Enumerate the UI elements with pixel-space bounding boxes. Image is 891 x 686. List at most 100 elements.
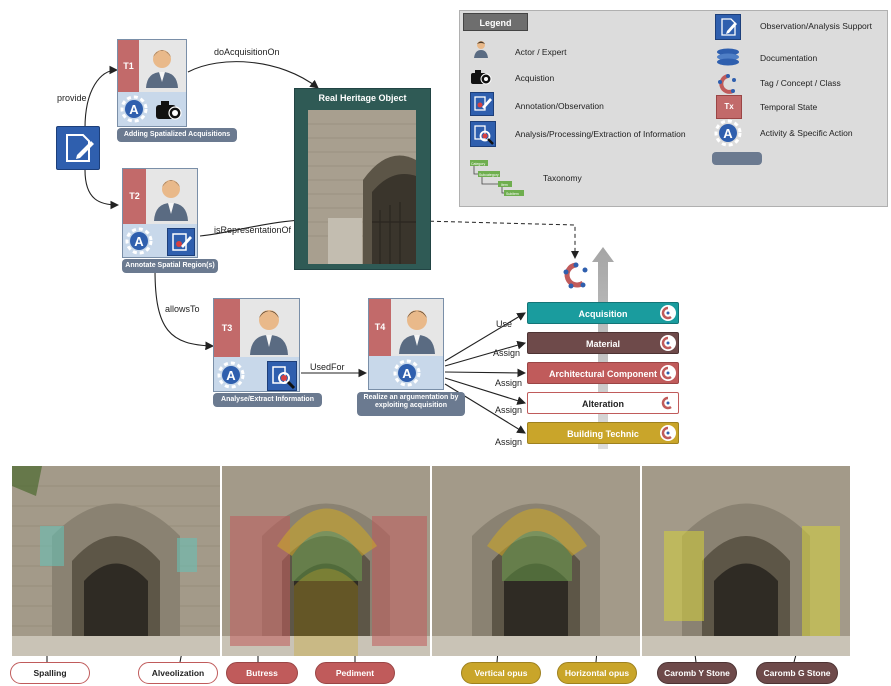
legend-item-documentation: Documentation [760,53,818,63]
analysis-icon [470,121,496,147]
task-t2: T2 A [122,168,198,258]
camera-icon [470,68,492,86]
use-label: Use [496,319,513,329]
actor-icon [240,299,299,357]
tag-material: Material [527,332,679,354]
svg-text:A: A [402,366,412,381]
assign-label: Assign [495,437,523,447]
facade-photo-alteration [12,466,220,656]
legend-item-tag: Tag / Concept / Class [760,78,841,88]
t3-caption: Analyse/Extract Information [213,393,322,407]
legend-title: Legend [463,13,528,31]
t4-code: T4 [369,299,391,356]
tag-label: Building Technic [567,429,639,439]
taxonomy-node: Subitem [506,192,519,196]
documentation-support-icon [56,126,100,170]
annotation-label: Butress [226,662,298,684]
tag-alteration: Alteration [527,392,679,414]
annotation-label: Caromb G Stone [756,662,838,684]
actor-icon [472,39,490,59]
tag-concept-icon [660,335,676,351]
t3-code: T3 [214,299,240,357]
annotation-label: Horizontal opus [557,662,637,684]
t2-caption: Annotate Spatial Region(s) [122,259,218,273]
assign-arrow-alteration [444,377,527,405]
annotation-label: Alveolization [138,662,218,684]
allows-to-label: allowsTo [165,304,200,314]
annotation-label: Vertical opus [461,662,541,684]
facade-photo-material [642,466,850,656]
activity-icon: A [714,119,742,147]
assign-label: Assign [495,405,523,415]
provide-label: provide [57,93,87,103]
tag-concept-icon [660,305,676,321]
svg-text:A: A [226,368,236,383]
legend-item-temporal: Temporal State [760,102,818,112]
tag-label: Acquisition [578,309,628,319]
provide-arrow-t2 [84,169,120,210]
svg-text:A: A [723,126,733,141]
provide-arrow-t1 [84,65,119,129]
tag-label: Architectural Component [548,369,657,379]
actor-icon [391,299,443,356]
legend-panel: Legend Actor / Expert Acquistion Annotat… [459,10,888,207]
assign-arrow-component [444,368,527,378]
use-arrow [444,312,526,362]
activity-icon: A [125,227,153,255]
t2-code: T2 [123,169,146,224]
annotation-label: Spalling [10,662,90,684]
caption-bar-swatch [712,152,762,165]
legend-item-activity: Activity & Specific Action [760,128,853,138]
annotation-label: Caromb Y Stone [657,662,737,684]
task-t1: T1 A [117,39,187,127]
allows-to-arrow [154,269,215,351]
legend-item-analysis: Analysis/Processing/Extraction of Inform… [515,129,686,139]
annotation-icon [470,92,494,116]
t1-code: T1 [118,40,139,92]
documentation-icon [715,47,741,67]
tag-building-technic: Building Technic [527,422,679,444]
actor-icon [139,40,186,92]
facade-photo-architecture [222,466,430,656]
tag-label: Alteration [581,399,624,409]
tag-concept-icon [660,395,676,411]
tag-concept-icon [561,260,591,292]
annotation-label: Pediment [315,662,395,684]
camera-icon [154,98,182,122]
tag-concept-icon [660,425,676,441]
heritage-object-title: Real Heritage Object [318,93,407,103]
legend-item-annotation: Annotation/Observation [515,101,604,111]
task-t4: T4 A [368,298,444,390]
tag-concept-icon [660,365,676,381]
documentation-support-icon [715,14,741,40]
taxonomy-icon: Category Subcategory Item Subitem [468,159,530,199]
activity-icon: A [120,95,148,123]
taxonomy-node: Item [501,183,508,187]
tag-label: Material [585,339,620,349]
taxonomy-node: Category [471,162,485,166]
svg-text:A: A [134,234,144,249]
legend-item-actor: Actor / Expert [515,47,567,57]
temporal-state-icon: Tx [716,95,742,119]
is-representation-of-label: isRepresentationOf [214,225,292,235]
do-acquisition-on-arrow [187,61,319,89]
t4-caption: Realize an argumentation by exploiting a… [357,392,465,416]
assign-arrow-material [444,340,527,367]
used-for-label: UsedFor [310,362,345,372]
annotation-icon [167,228,195,256]
facade-photo-technic [432,466,640,656]
real-heritage-object: Real Heritage Object [294,88,431,270]
activity-icon: A [217,361,245,389]
tag-concept-icon [717,73,739,95]
legend-item-support: Observation/Analysis Support [760,21,872,31]
task-t3: T3 A [213,298,300,392]
analysis-icon [267,361,297,391]
assign-label: Assign [495,378,523,388]
t1-caption: Adding Spatialized Acquisitions [117,128,237,142]
assign-label: Assign [493,348,521,358]
tag-architectural-component: Architectural Component [527,362,679,384]
legend-item-acquisition: Acquistion [515,73,555,83]
heritage-object-photo [308,110,416,264]
activity-icon: A [393,359,421,387]
svg-text:A: A [129,102,139,117]
